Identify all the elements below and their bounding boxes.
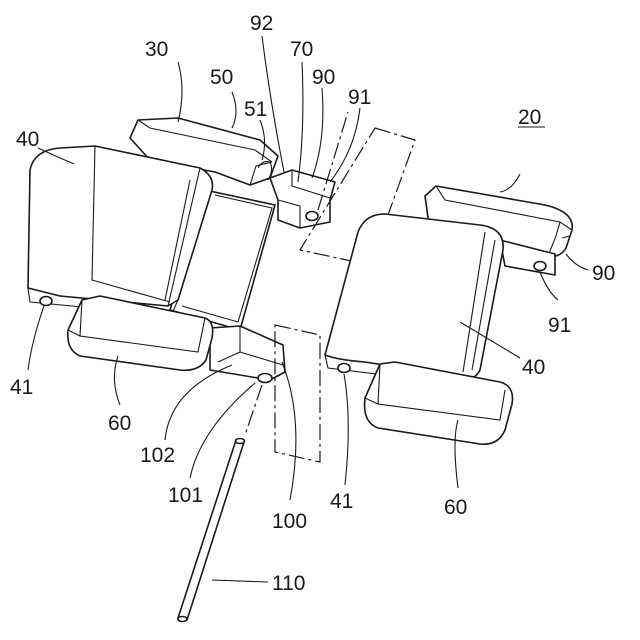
hole-91-right [534, 262, 546, 271]
end-piece-60-right [365, 362, 513, 444]
pin-axis-lower [245, 385, 262, 435]
label-40-left: 40 [16, 128, 39, 151]
label-110: 110 [272, 572, 305, 595]
right-link-20 [325, 186, 572, 444]
label-50: 50 [210, 66, 233, 89]
label-51: 51 [244, 98, 267, 121]
hole-41-right [338, 364, 350, 373]
block-40-right [325, 214, 503, 378]
label-30: 30 [145, 38, 168, 61]
label-101: 101 [168, 484, 203, 507]
label-60-left: 60 [108, 412, 131, 435]
label-91-upper: 91 [348, 86, 371, 109]
label-100: 100 [272, 510, 307, 533]
label-40-right: 40 [522, 356, 545, 379]
hole-101 [258, 374, 272, 383]
label-90-upper: 90 [312, 66, 335, 89]
label-70: 70 [290, 38, 313, 61]
left-link-30 [28, 118, 335, 383]
hole-91-left [306, 212, 318, 221]
label-41-right: 41 [330, 490, 353, 513]
label-60-right: 60 [444, 496, 467, 519]
plate-102 [210, 326, 285, 380]
hole-41-left [40, 297, 52, 306]
label-92: 92 [250, 12, 273, 35]
label-91-right: 91 [548, 314, 571, 337]
label-20: 20 [518, 106, 541, 129]
label-90-right: 90 [592, 262, 615, 285]
label-41-left: 41 [10, 376, 33, 399]
pin-110 [178, 439, 245, 622]
label-102: 102 [140, 444, 175, 467]
plate-70 [270, 170, 335, 228]
